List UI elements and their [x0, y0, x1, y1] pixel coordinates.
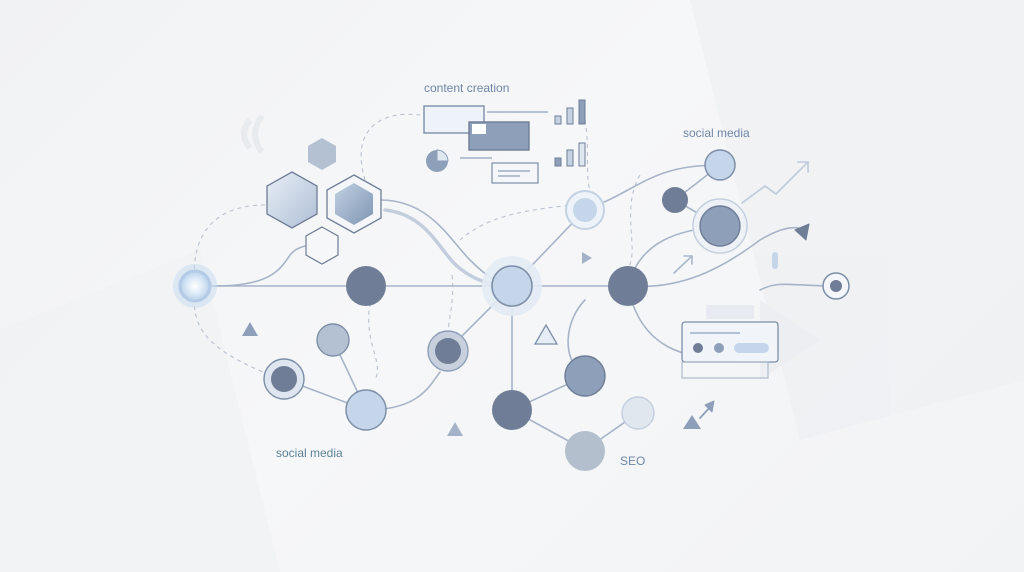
content-creation-cards	[423, 105, 548, 184]
content-creation-label: content creation	[424, 81, 510, 95]
triangle-icon	[683, 415, 701, 429]
node-start	[178, 269, 212, 303]
content-card-2-thumb	[472, 124, 486, 134]
node-ring-inner	[573, 198, 597, 222]
triangle-icon	[533, 323, 559, 345]
node-light	[345, 389, 387, 431]
bar-chart-icon	[554, 142, 586, 167]
node-light	[704, 149, 736, 181]
social-media-label-top: social media	[683, 126, 750, 140]
hexagon-icon	[335, 183, 373, 225]
node-dark	[492, 390, 532, 430]
node-dark	[662, 187, 688, 213]
social-media-label-bottom: social media	[276, 446, 343, 460]
triangle-icon	[582, 252, 592, 264]
seo-label: SEO	[620, 454, 646, 468]
node-hub	[491, 265, 533, 307]
node-dark	[608, 266, 648, 306]
node-pale	[621, 396, 655, 430]
triangle-icon	[447, 422, 463, 436]
node-ring-inner	[830, 280, 842, 292]
triangle-icons	[242, 252, 701, 436]
node-mid	[565, 431, 605, 471]
node-mid	[316, 323, 350, 357]
nodes	[173, 149, 850, 471]
window-card-icon	[681, 305, 779, 379]
hexagon-icon	[308, 138, 336, 170]
triangle-icon	[242, 322, 258, 336]
node-mid	[564, 355, 606, 397]
hexagon-icons	[266, 138, 382, 265]
node-mid	[699, 205, 741, 247]
node-ring-inner	[435, 338, 461, 364]
trend-arrow-icon	[673, 255, 693, 274]
bar-chart-icon	[554, 99, 586, 125]
hexagon-icon	[305, 226, 339, 265]
trend-arrow-icons	[673, 161, 810, 419]
node-ring-inner	[271, 366, 297, 392]
content-card-3	[491, 162, 539, 184]
hexagon-icon	[266, 171, 318, 229]
trend-arrow-head	[794, 223, 810, 241]
trend-arrow-icon	[741, 161, 809, 204]
pie-chart-icon	[426, 149, 449, 172]
node-dark	[346, 266, 386, 306]
